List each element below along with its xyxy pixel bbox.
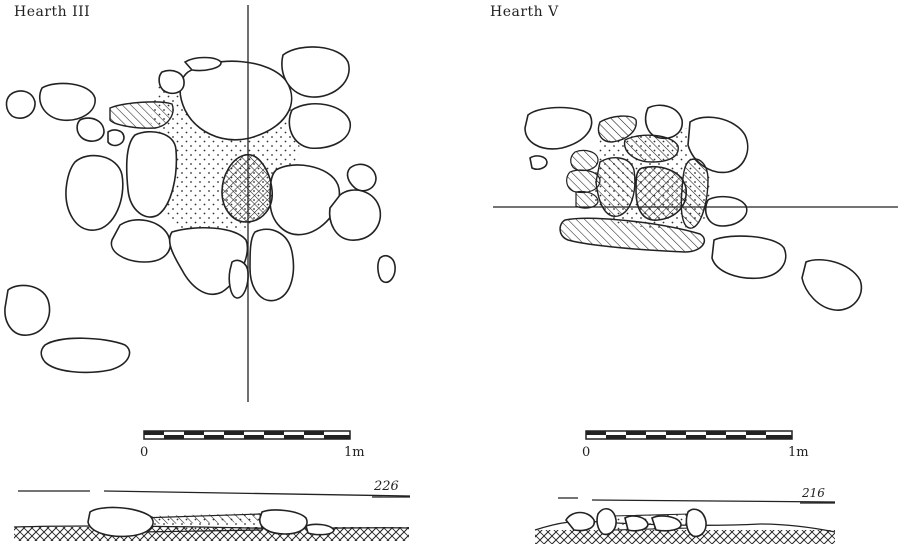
stone <box>4 284 51 336</box>
hearth-v-scale-end: 1m <box>788 445 809 460</box>
stone <box>377 255 396 284</box>
stone <box>40 337 131 374</box>
stone <box>110 219 171 263</box>
hearth-v-burnt-patch <box>680 158 709 229</box>
hearth-iii-scale-start: 0 <box>140 445 149 460</box>
hearth-v-burnt-patch <box>623 134 679 163</box>
stone <box>288 102 351 149</box>
stone <box>328 189 382 241</box>
stone <box>228 259 249 299</box>
stone <box>801 258 863 311</box>
hearth-v-burnt-patch <box>570 149 599 172</box>
hearth-v-burnt-patch <box>566 169 601 194</box>
stone <box>305 523 335 536</box>
stone <box>281 46 350 98</box>
hearth-v-section <box>534 497 836 544</box>
hearth-iii-level: 226 <box>374 479 399 494</box>
stone <box>704 195 748 227</box>
hearth-v-plan <box>493 104 898 311</box>
stone <box>76 117 105 142</box>
datum-line <box>591 499 836 503</box>
stone <box>125 131 178 218</box>
stone <box>685 508 707 538</box>
stone <box>651 515 682 532</box>
stone <box>179 60 293 141</box>
stone <box>524 106 593 150</box>
stone <box>346 163 377 192</box>
stone <box>5 90 36 119</box>
stone <box>107 129 125 147</box>
stone <box>183 56 222 72</box>
hearth-iii-title: Hearth III <box>14 4 91 20</box>
hearth-v-scale-bar <box>585 430 793 440</box>
stone <box>529 155 548 170</box>
hearth-iii-burnt-patch <box>109 101 174 129</box>
stone <box>249 228 295 302</box>
stone <box>711 235 787 280</box>
stone <box>158 69 185 95</box>
stone <box>87 506 154 538</box>
stone <box>644 104 683 140</box>
hearth-iii-charcoal-core <box>221 154 273 223</box>
hearth-iii-section <box>13 490 411 541</box>
stone <box>624 515 649 532</box>
stone <box>565 511 596 532</box>
datum-line <box>103 490 411 497</box>
hearth-v-burnt-patch <box>597 115 637 143</box>
hearth-v-title: Hearth V <box>490 4 559 20</box>
stone <box>259 509 308 535</box>
hearth-iii-scale-bar <box>143 430 351 440</box>
stone <box>38 82 96 122</box>
hearth-iii-section-fill <box>150 513 260 524</box>
stone <box>65 154 124 231</box>
stone <box>168 226 249 295</box>
hearth-iii-scale-end: 1m <box>344 445 365 460</box>
hearth-v-level: 216 <box>802 486 825 500</box>
hearth-v-burnt-band <box>559 217 706 253</box>
stone <box>269 164 341 236</box>
hearth-iii-plan <box>4 5 396 402</box>
stone <box>596 507 617 536</box>
hearth-v-burnt-patch <box>595 157 636 217</box>
hearth-v-scale-start: 0 <box>582 445 591 460</box>
